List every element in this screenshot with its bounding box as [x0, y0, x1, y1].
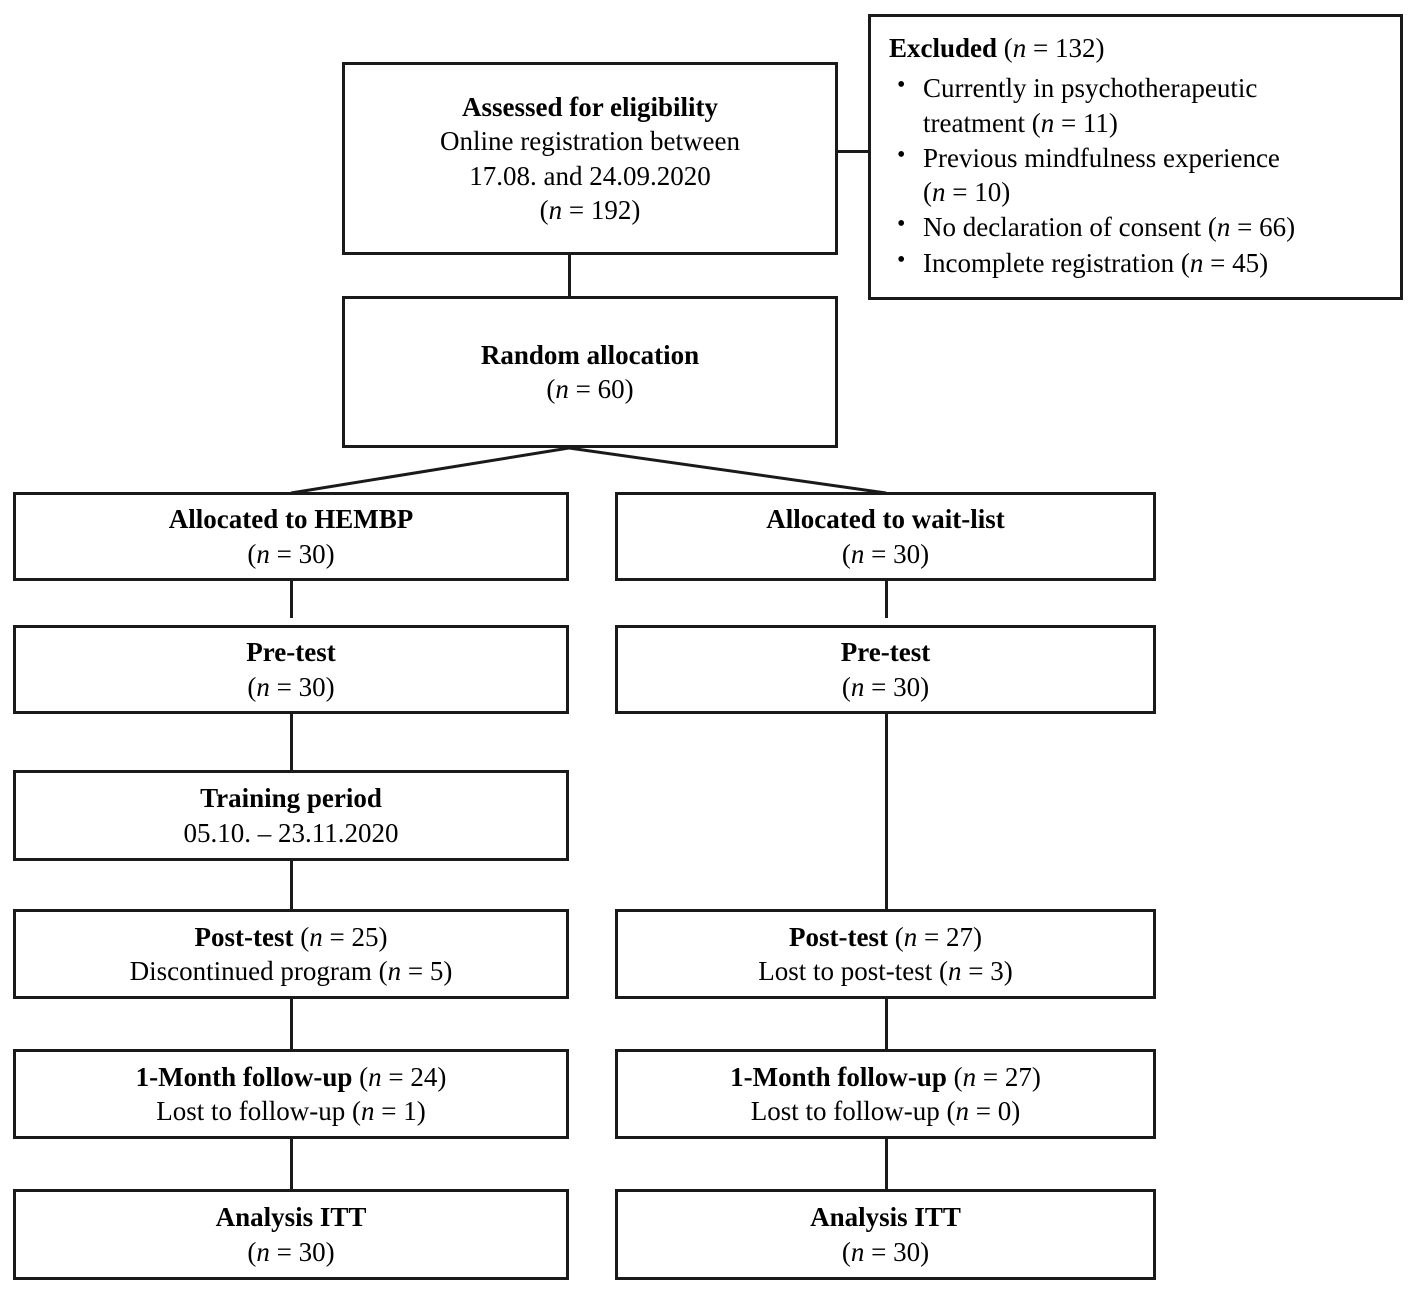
right-followup-loss: Lost to follow-up (n = 0)	[750, 1096, 1021, 1126]
left-pretest-count: (n = 30)	[247, 671, 335, 702]
excluded-item-3-line1: Incomplete registration (n = 45)	[923, 247, 1269, 278]
left-allocation-count: (n = 30)	[247, 538, 335, 569]
excluded-reasons-list: • Currently in psychotherapeutic treatme…	[889, 71, 1295, 281]
bullet-icon: •	[897, 72, 906, 99]
right-allocation-heading: Allocated to wait-list	[766, 504, 1005, 535]
excluded-item-2-line1: No declaration of consent (n = 66)	[923, 212, 1296, 243]
connector-eligibility-to-excluded	[836, 150, 870, 153]
left-allocation-heading: Allocated to HEMBP	[168, 504, 414, 535]
excluded-item-1-line1: Previous mindfulness experience	[923, 142, 1280, 173]
connector-randomization-branch	[290, 446, 887, 495]
connector-left-pretest-to-training	[290, 713, 293, 770]
box-left-one-month-follow-up: 1-Month follow-up (n = 24) Lost to follo…	[13, 1049, 569, 1139]
box-excluded: Excluded (n = 132) • Currently in psycho…	[868, 14, 1403, 300]
left-analysis-heading: Analysis ITT	[215, 1202, 367, 1233]
left-pretest-heading: Pre-test	[246, 637, 336, 668]
right-pretest-heading: Pre-test	[840, 637, 931, 668]
excluded-item-0-line1: Currently in psychotherapeutic	[923, 73, 1258, 104]
box-right-allocated-to-wait-list: Allocated to wait-list (n = 30)	[615, 492, 1156, 581]
box-assessed-for-eligibility: Assessed for eligibility Online registra…	[342, 62, 838, 255]
bullet-icon: •	[897, 211, 906, 238]
connector-right-pretest-to-posttest	[885, 713, 888, 910]
list-item: • Previous mindfulness experience (n = 1…	[889, 141, 1295, 210]
bullet-icon: •	[897, 246, 906, 273]
box-right-one-month-follow-up: 1-Month follow-up (n = 27) Lost to follo…	[615, 1049, 1156, 1139]
bullet-icon: •	[897, 141, 906, 168]
box-right-post-test: Post-test (n = 27) Lost to post-test (n …	[615, 909, 1156, 999]
right-analysis-heading: Analysis ITT	[810, 1202, 961, 1233]
left-analysis-count: (n = 30)	[247, 1236, 335, 1267]
box-left-allocated-to-hembp: Allocated to HEMBP (n = 30)	[13, 492, 569, 581]
right-followup-heading: 1-Month follow-up (n = 27)	[730, 1061, 1041, 1092]
eligibility-line3: 17.08. and 24.09.2020	[469, 160, 711, 191]
box-right-pre-test: Pre-test (n = 30)	[615, 625, 1156, 714]
list-item: • Incomplete registration (n = 45)	[889, 246, 1295, 280]
right-analysis-count: (n = 30)	[841, 1236, 930, 1267]
box-random-allocation: Random allocation (n = 60)	[342, 296, 838, 448]
connector-right-allocation-to-pretest	[885, 580, 888, 618]
excluded-item-0-line2: treatment (n = 11)	[923, 107, 1118, 138]
right-posttest-heading: Post-test (n = 27)	[789, 921, 982, 952]
box-left-analysis-itt: Analysis ITT (n = 30)	[13, 1189, 569, 1280]
left-followup-heading: 1-Month follow-up (n = 24)	[135, 1061, 447, 1092]
box-left-training-period: Training period 05.10. – 23.11.2020	[13, 770, 569, 861]
connector-left-posttest-to-followup	[290, 998, 293, 1050]
excluded-heading: Excluded (n = 132)	[889, 33, 1105, 63]
randomization-heading: Random allocation	[480, 339, 700, 370]
box-left-pre-test: Pre-test (n = 30)	[13, 625, 569, 714]
right-allocation-count: (n = 30)	[841, 538, 930, 569]
connector-left-allocation-to-pretest	[290, 580, 293, 618]
randomization-count: (n = 60)	[546, 374, 634, 404]
eligibility-count: (n = 192)	[539, 194, 641, 225]
eligibility-heading: Assessed for eligibility	[462, 91, 718, 122]
list-item: • No declaration of consent (n = 66)	[889, 210, 1295, 244]
left-training-heading: Training period	[200, 783, 382, 814]
box-right-analysis-itt: Analysis ITT (n = 30)	[615, 1189, 1156, 1280]
connector-left-training-to-posttest	[290, 860, 293, 910]
left-posttest-loss: Discontinued program (n = 5)	[129, 956, 453, 986]
excluded-item-1-line2: (n = 10)	[923, 177, 1011, 208]
eligibility-line2: Online registration between	[440, 126, 740, 157]
list-item: • Currently in psychotherapeutic treatme…	[889, 71, 1295, 140]
connector-eligibility-to-randomization	[568, 253, 571, 299]
left-posttest-heading: Post-test (n = 25)	[194, 921, 388, 952]
connector-right-posttest-to-followup	[885, 998, 888, 1050]
right-posttest-loss: Lost to post-test (n = 3)	[758, 956, 1013, 986]
connector-left-followup-to-analysis	[290, 1138, 293, 1190]
left-followup-loss: Lost to follow-up (n = 1)	[156, 1096, 426, 1126]
left-training-dates: 05.10. – 23.11.2020	[183, 817, 399, 848]
box-left-post-test: Post-test (n = 25) Discontinued program …	[13, 909, 569, 999]
connector-right-followup-to-analysis	[885, 1138, 888, 1190]
right-pretest-count: (n = 30)	[841, 671, 930, 702]
